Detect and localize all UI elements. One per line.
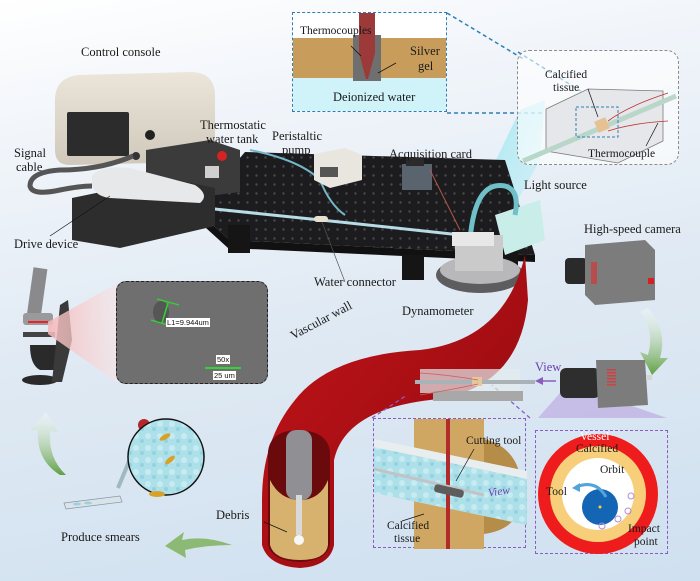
scale-bar-tag: 25 um [213,371,236,380]
high-speed-camera [565,240,655,305]
produce-smears-label: Produce smears [61,530,140,544]
water-connector-label: Water connector [314,275,396,289]
light-source [467,182,545,255]
microscope-image-panel: L1=9.944um 50x 25 um [116,281,268,384]
signal-cable-line [27,153,134,195]
debris-label: Debris [216,508,250,522]
flow-arrow-up [30,412,66,475]
high-speed-camera-label: High-speed camera [584,222,681,236]
signal-cable-label-2: cable [16,160,43,174]
debris-magnified-circle [127,418,205,497]
signal-cable-label-1: Signal [14,146,46,160]
cutting-tool-label: Cutting tool [466,435,522,447]
tissue-box-drawing [522,88,677,164]
dynamometer-label: Dynamometer [402,304,474,318]
lower-camera [560,360,652,408]
calcified-tissue-inset-label-1: Calcified [387,520,430,532]
impact-point-label-2: point [634,536,658,548]
acquisition-card-label: Acquisition card [389,147,472,161]
dynamometer [436,232,524,293]
peristaltic-pump-label-1: Peristaltic [272,129,322,143]
thermocouple-inset: Thermocouples Silver gel Deionized water [292,12,447,112]
deionized-water-label: Deionized water [333,90,416,104]
magnification-tag: 50x [216,355,231,364]
cutting-tool-drawing [374,419,527,549]
light-source-label: Light source [524,178,587,192]
cross-section-inset: Vessel Calcified Orbit Tool Impact point [535,430,668,554]
thermostatic-label-2: water tank [206,132,259,146]
calcified-tissue-label-2: tissue [553,82,580,94]
water-layer [293,78,446,111]
orbit-label: Orbit [600,464,625,476]
peristaltic-pump [314,148,362,188]
flow-arrow-left [165,532,232,558]
cross-section-rings [538,434,658,554]
silver-gel-label-1: Silver [410,44,440,58]
calcified-tissue-inset-label-2: tissue [394,533,421,545]
debris-measurement [150,298,241,369]
side-view-rig [415,369,556,401]
calcified-tissue-label-1: Calcified [545,69,588,81]
thermostatic-label-1: Thermostatic [200,118,266,132]
vessel-label: Vessel [580,431,610,443]
optical-table [195,149,535,280]
silver-gel-label-2: gel [418,59,434,73]
tool-label: Tool [546,486,567,498]
drive-device-label: Drive device [14,237,79,251]
view-label-camera: View [535,360,562,374]
impact-point-label-1: Impact [628,523,660,535]
calcified-label: Calcified [576,443,619,455]
control-console-label: Control console [81,45,161,59]
thermocouples-label: Thermocouples [300,25,372,37]
cutting-tool-inset: Cutting tool View Calcified tissue [373,418,527,549]
microscope-beam [48,283,118,383]
acquisition-card [402,158,461,231]
peristaltic-pump-label-2: pump [282,143,311,157]
vessel-cross-cut [268,430,330,562]
water-connector-part [314,216,328,222]
flow-arrow-camera-down [640,308,668,375]
tissue-box-inset: Calcified tissue Thermocouple [517,50,679,165]
thermocouple-label: Thermocouple [588,148,656,160]
control-console [27,72,215,195]
thermocouple-probe [350,13,397,79]
measurement-tag: L1=9.944um [166,318,210,327]
